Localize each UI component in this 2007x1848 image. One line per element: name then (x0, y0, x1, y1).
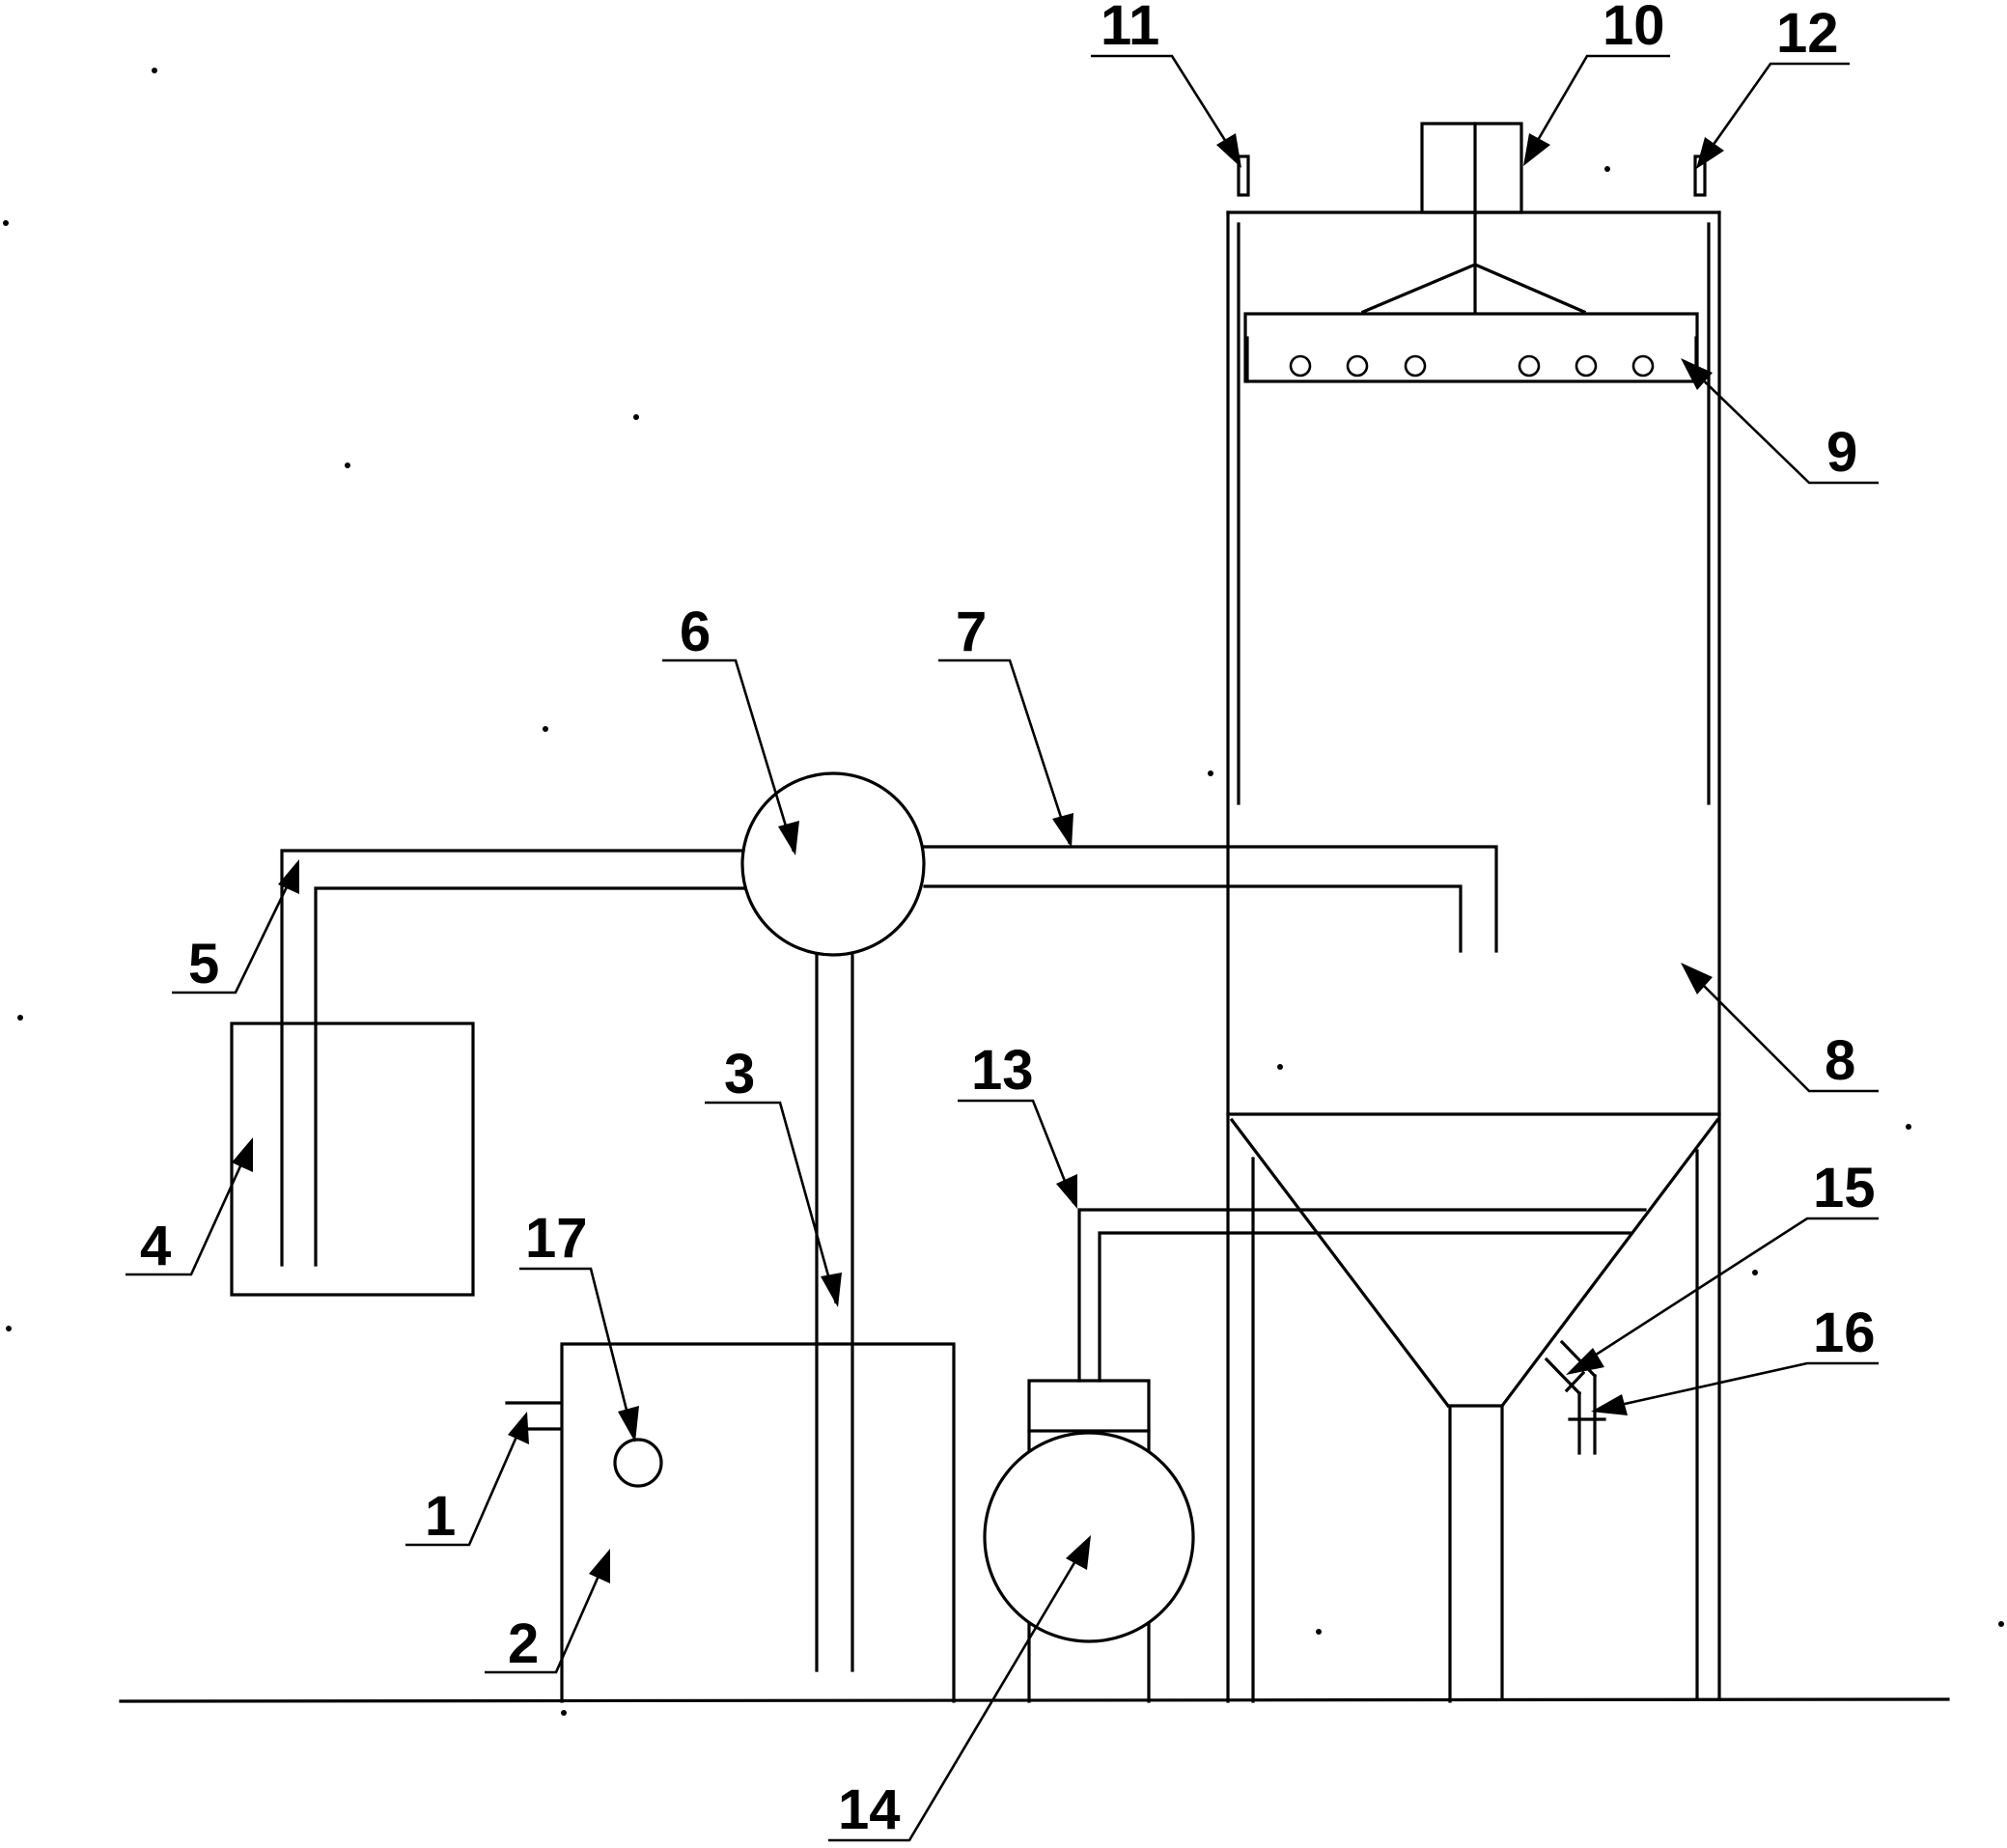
leader-13: 13 (958, 1039, 1077, 1209)
label-1: 1 (425, 1485, 456, 1548)
leader-2: 2 (485, 1549, 610, 1675)
pipe-13 (1077, 1208, 1647, 1383)
scan-specks (3, 68, 2004, 1716)
label-3: 3 (724, 1043, 755, 1106)
fitting-17-circle (613, 1438, 663, 1488)
tank-2 (505, 1342, 956, 1703)
label-8: 8 (1825, 1029, 1855, 1092)
pipe-5 (280, 849, 745, 1267)
label-9: 9 (1826, 421, 1857, 484)
motor-10 (1420, 122, 1523, 214)
leader-14: 14 (828, 1535, 1091, 1842)
leader-11: 11 (1091, 0, 1241, 168)
label-17: 17 (525, 1207, 588, 1270)
label-14: 14 (838, 1778, 901, 1841)
leader-7: 7 (938, 601, 1073, 848)
leader-6: 6 (662, 601, 799, 855)
leader-9: 9 (1681, 358, 1879, 485)
spray-bar-9 (1243, 212, 1699, 383)
leader-10: 10 (1523, 0, 1670, 166)
leader-1: 1 (405, 1412, 529, 1548)
label-10: 10 (1603, 0, 1665, 57)
label-13: 13 (971, 1039, 1034, 1102)
label-16: 16 (1813, 1302, 1876, 1364)
leader-12: 12 (1696, 2, 1850, 169)
label-15: 15 (1813, 1157, 1876, 1219)
leader-15: 15 (1566, 1157, 1879, 1375)
leader-8: 8 (1681, 963, 1879, 1093)
pipe-7 (923, 845, 1498, 953)
label-11: 11 (1101, 0, 1159, 57)
label-2: 2 (508, 1612, 539, 1675)
sensor-11 (1237, 154, 1250, 197)
label-4: 4 (140, 1215, 171, 1277)
tank-4 (230, 1022, 475, 1297)
leader-5: 5 (172, 859, 299, 995)
leader-17: 17 (519, 1207, 639, 1442)
pipe-3 (815, 954, 854, 1672)
label-7: 7 (956, 601, 987, 663)
label-5: 5 (188, 933, 219, 995)
label-6: 6 (680, 601, 711, 663)
pump-6-circle (740, 771, 926, 957)
vessel-8 (1226, 210, 1721, 1703)
valve-15-16 (1544, 1339, 1606, 1455)
ground-line (119, 1697, 1950, 1703)
label-12: 12 (1776, 2, 1839, 65)
leader-16: 16 (1591, 1302, 1879, 1415)
leader-3: 3 (705, 1043, 842, 1307)
leader-4: 4 (125, 1137, 253, 1277)
